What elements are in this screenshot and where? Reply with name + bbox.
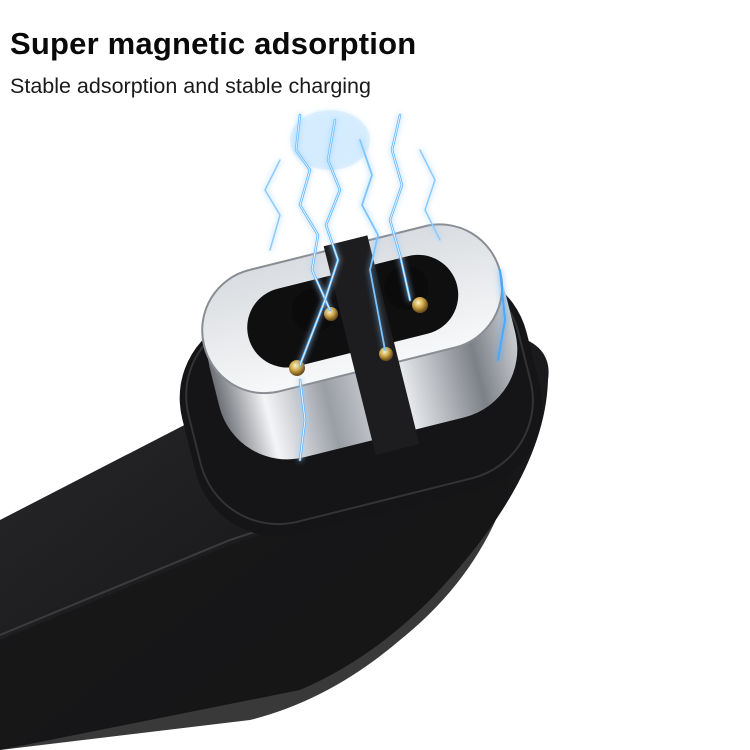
lightning-effect <box>264 110 506 462</box>
pin-3 <box>379 347 393 361</box>
headline-subtitle: Stable adsorption and stable charging <box>10 74 371 98</box>
pin-2 <box>324 307 338 321</box>
headline-title: Super magnetic adsorption <box>10 26 417 61</box>
pin-1 <box>289 360 305 376</box>
pin-4 <box>412 297 428 313</box>
